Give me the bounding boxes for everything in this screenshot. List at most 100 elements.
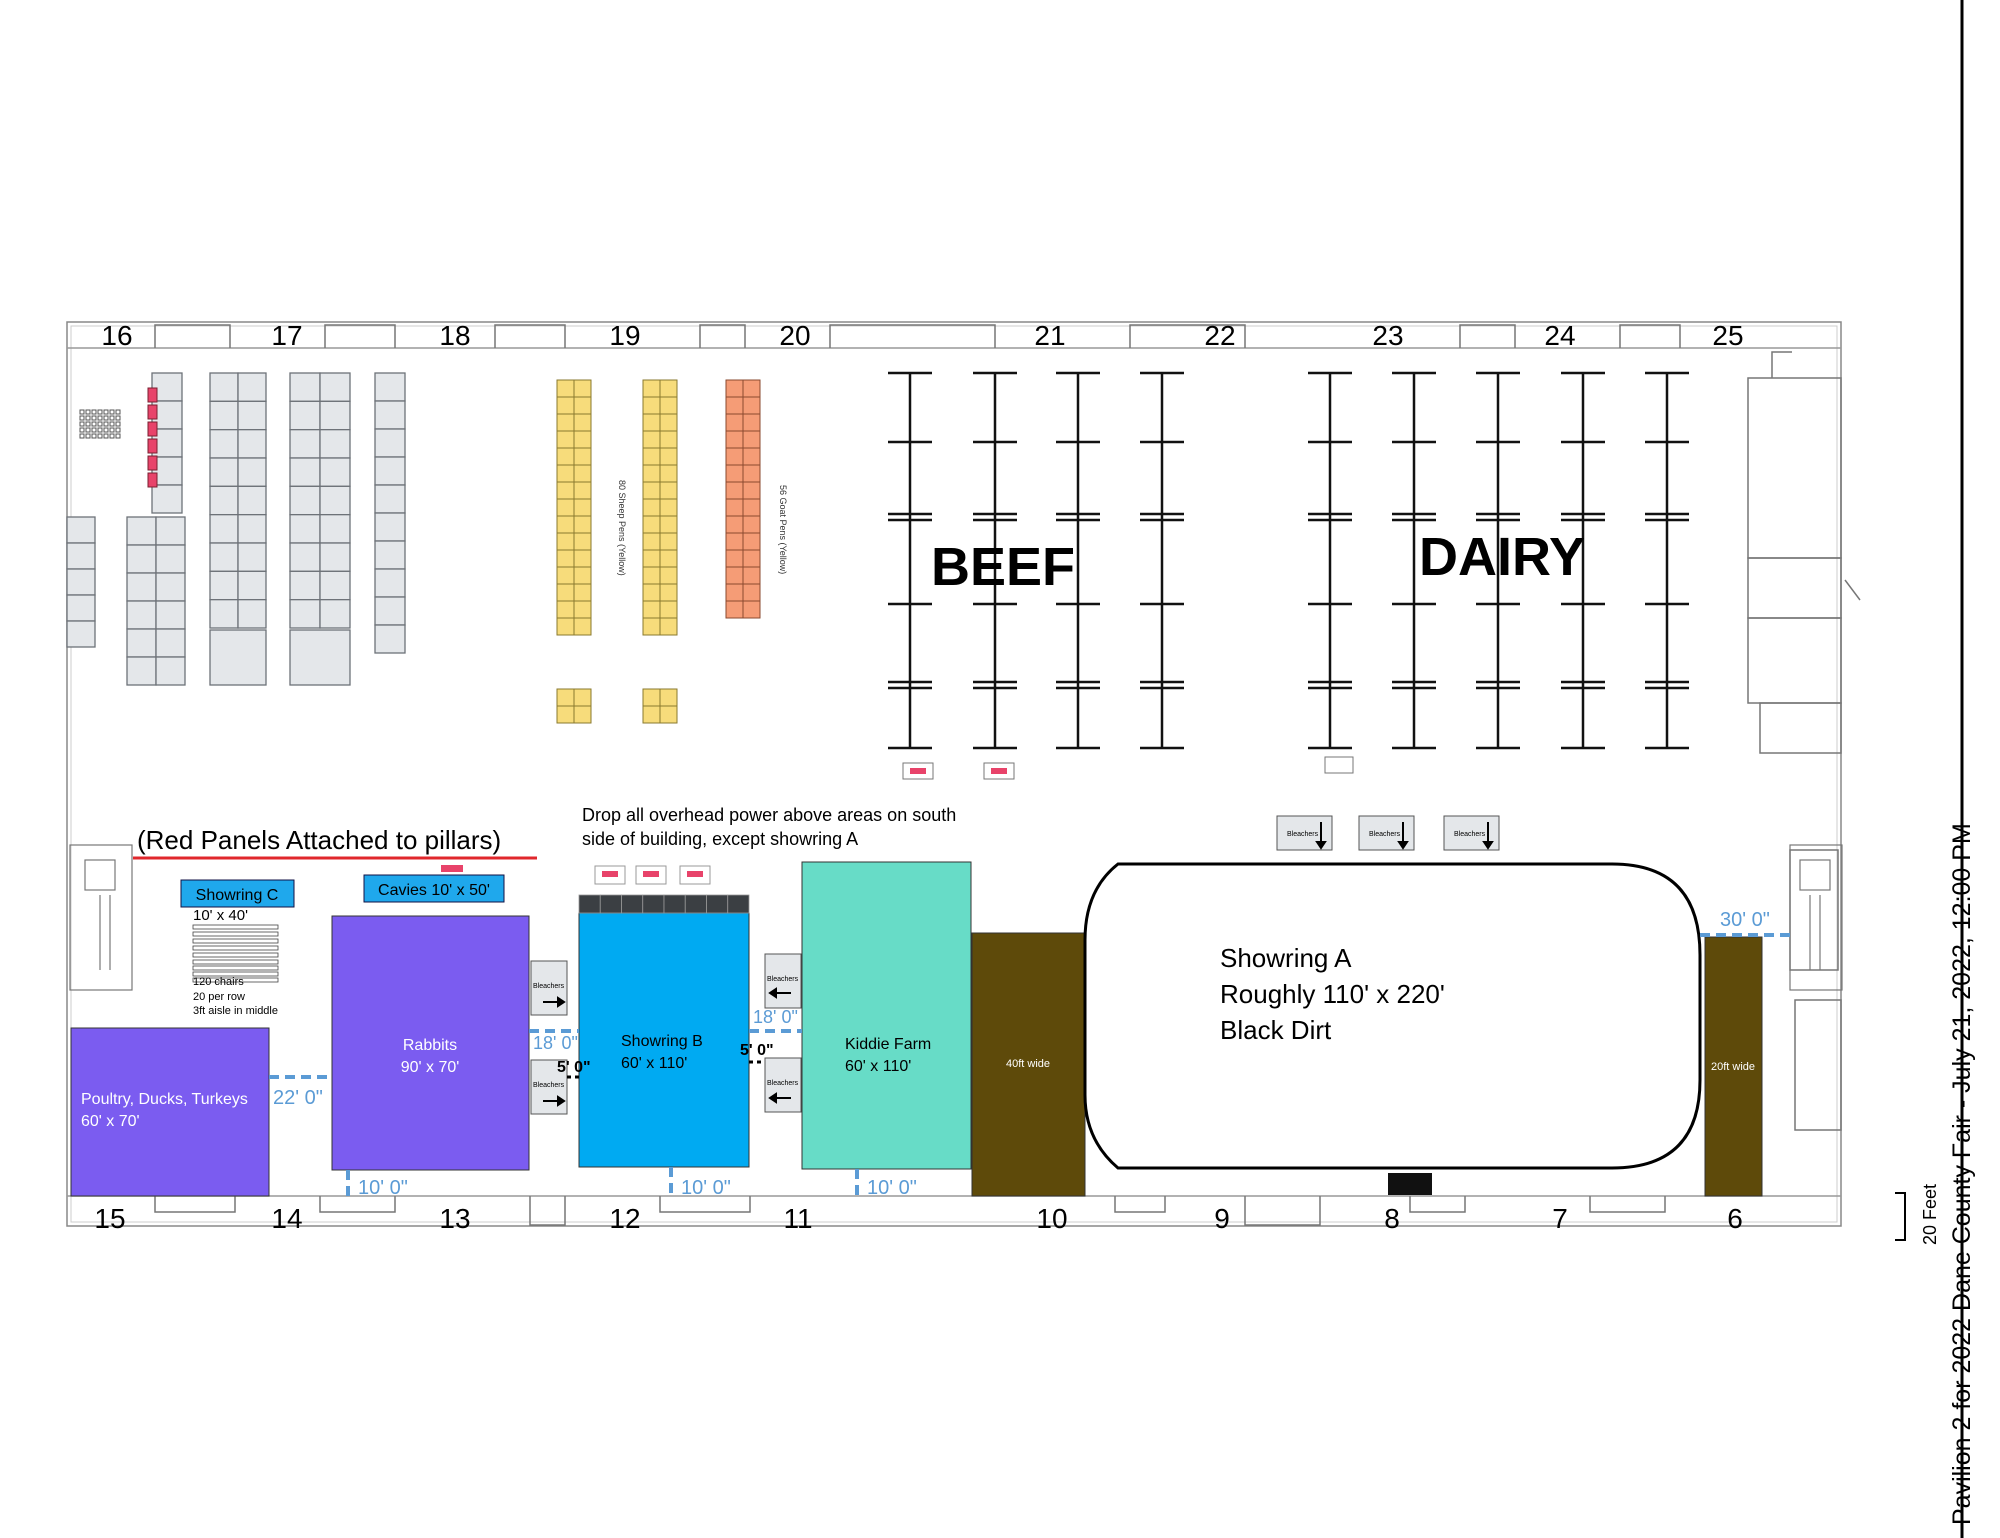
red-panels-nw [147,387,158,488]
gray-pens [66,372,406,686]
bleachers-label: Bleachers [767,976,799,983]
seat [97,415,103,421]
goat-pens-label: 56 Goat Pens (Yellow) [778,485,788,574]
showring-b-size: 60' x 110' [621,1055,687,1072]
panel [684,894,707,914]
sheep-pen [642,464,661,483]
pen-cell [374,624,406,654]
chairs-per-row: 20 per row [193,991,245,1003]
sheep-pen [556,379,575,398]
pen-cell [209,429,239,459]
pen-cell [374,484,406,514]
goat-pen [742,447,761,466]
door-number: 7 [1552,1203,1568,1234]
seat [103,421,109,427]
pen-cell [126,600,157,630]
door-number: 17 [271,320,302,351]
pen-cell [155,628,186,658]
pen-cell [237,400,267,431]
seat [103,433,109,439]
sheep-pen [659,464,678,483]
door-number: 9 [1214,1203,1230,1234]
sheep-pen [642,583,661,602]
pen-cell [66,568,96,596]
pen-cell [374,512,406,542]
seat [79,421,85,427]
sheep-pen [659,430,678,449]
pen-cell [319,485,351,516]
bleachers-label: Bleachers [1369,831,1401,838]
bleachers-label: Bleachers [533,983,565,990]
sheep-pen [556,617,575,636]
dim-18b: 18' 0" [753,1007,798,1027]
seat [109,421,115,427]
sheep-pen [642,532,661,551]
bleachers-label: Bleachers [767,1080,799,1087]
sheep-pen [642,688,661,707]
sheep-pen [556,515,575,534]
seat [79,427,85,433]
pen-cell [209,457,239,487]
pen-cell [237,485,267,516]
seat [91,421,97,427]
chair-row [192,924,279,930]
seat [97,409,103,415]
sheep-pen [642,396,661,415]
bleachers-label: Bleachers [1454,831,1486,838]
rabbits-area [331,915,530,1171]
showring-b-name: Showring B [621,1033,703,1050]
pen-cell [289,457,321,487]
aisle-40ft-label: 40ft wide [1006,1058,1050,1070]
goat-pen [742,583,761,602]
chair-row [192,938,279,944]
sheep-pen [556,532,575,551]
seat [85,409,91,415]
sheep-pen [573,688,592,707]
seat [115,421,121,427]
pen-cell [237,429,267,459]
pen-cell [289,514,321,544]
seat [109,427,115,433]
pen-cell [209,485,239,516]
kiddie-farm-size: 60' x 110' [845,1058,911,1075]
seat [91,433,97,439]
sheep-pen [556,549,575,568]
door-number: 16 [101,320,132,351]
seat [97,421,103,427]
sheep-pen [659,600,678,619]
sheep-pen [659,515,678,534]
goat-pen [725,464,744,483]
sheep-pen [573,396,592,415]
sheep-pen [659,498,678,517]
dim-10a: 10' 0" [358,1177,408,1199]
sheep-pen [573,464,592,483]
goat-pen [725,413,744,432]
east-structure [1747,351,1861,1131]
sheep-pen [573,447,592,466]
door-number: 8 [1384,1203,1400,1234]
door-number: 11 [783,1203,812,1234]
door-number: 15 [94,1203,125,1234]
sheep-pen [659,566,678,585]
pen-cell [374,540,406,570]
chair-row [192,959,279,965]
pen-cell [374,456,406,486]
seat [91,427,97,433]
sheep-pen [659,532,678,551]
pen-cell [209,514,239,544]
sheep-pen [573,515,592,534]
pen-cell [66,594,96,622]
pen-cell [237,457,267,487]
red-panels-note: (Red Panels Attached to pillars) [137,825,501,855]
cavies-label: Cavies 10' x 50' [378,882,490,899]
pen-cell [319,429,351,459]
seat [115,415,121,421]
chair-row [192,971,279,977]
pen-cell [319,542,351,572]
chair-row [192,965,279,971]
pen-cell [237,570,267,601]
dairy-label: DAIRY [1419,527,1585,587]
poultry-size: 60' x 70' [81,1113,140,1130]
sheep-pen [556,566,575,585]
